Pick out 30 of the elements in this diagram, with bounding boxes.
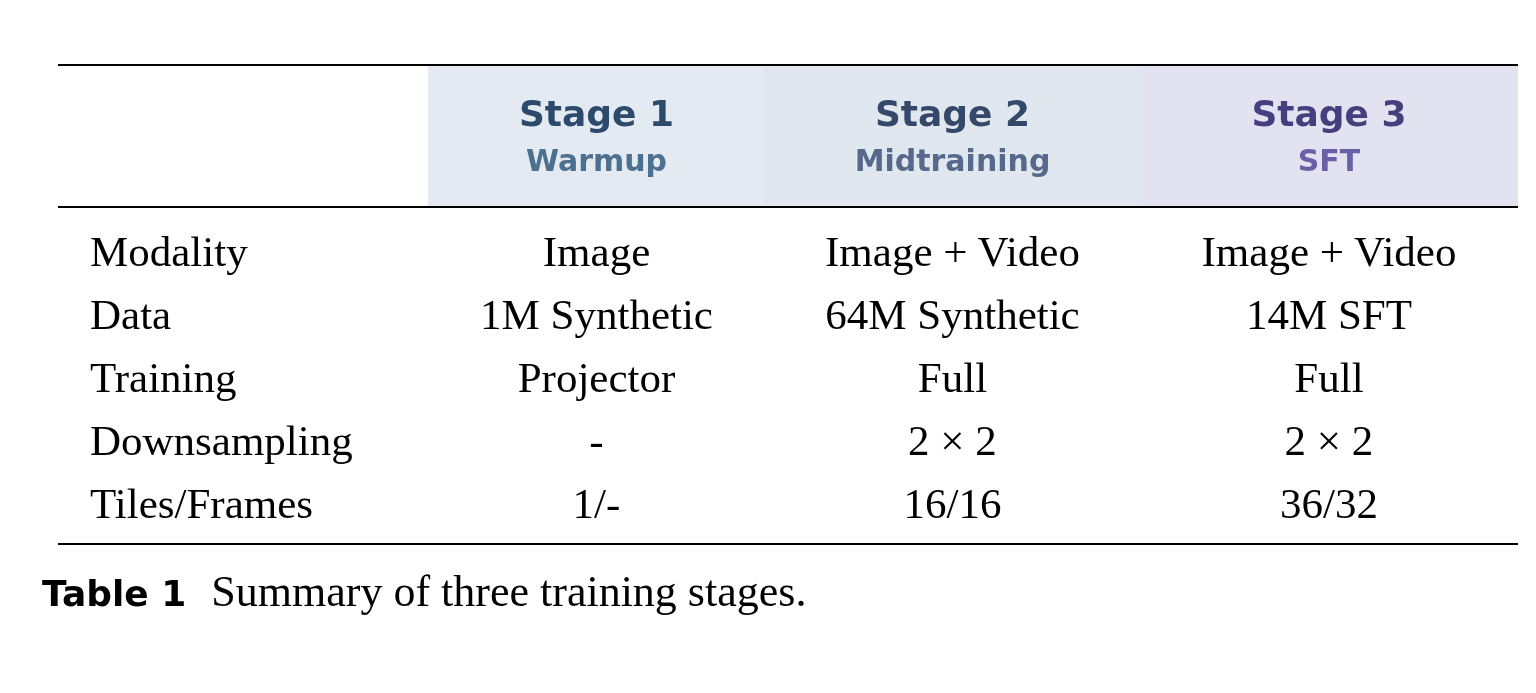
stage-header [1140,66,1518,206]
table-cell: Image + Video [1201,228,1457,275]
table-cell: Image [542,228,651,275]
table-cell: 2 × 2 [1284,417,1374,464]
stage-header [765,66,1140,206]
stage-title: Stage 2 [874,96,1031,132]
table-cell: 1M Synthetic [480,291,713,338]
stage-title: Stage 1 [518,96,675,132]
row-header: Data [90,291,172,338]
table-cell: 14M SFT [1245,291,1413,338]
table-cell: - [589,417,604,464]
stage-subtitle: Midtraining [854,146,1051,176]
table-cell: 2 × 2 [908,417,997,464]
stage-header [428,66,765,206]
table-cell: Projector [517,354,676,401]
table-cell: Image + Video [825,228,1080,275]
row-header: Modality [90,228,248,275]
table-caption: Table 1 Summary of three training stages. [42,567,807,616]
table-cell: Full [917,354,988,401]
table-cell: 16/16 [903,480,1002,527]
stage-subtitle: Warmup [525,146,668,176]
row-header: Tiles/Frames [90,480,313,527]
row-header: Downsampling [90,417,353,464]
table-cell: 36/32 [1280,480,1378,527]
table-cell: 1/- [572,480,621,527]
stage-subtitle: SFT [1297,146,1361,176]
row-header: Training [90,354,237,401]
table-cell: 64M Synthetic [825,291,1080,338]
stage-title: Stage 3 [1251,96,1407,132]
table-cell: Full [1294,354,1364,401]
